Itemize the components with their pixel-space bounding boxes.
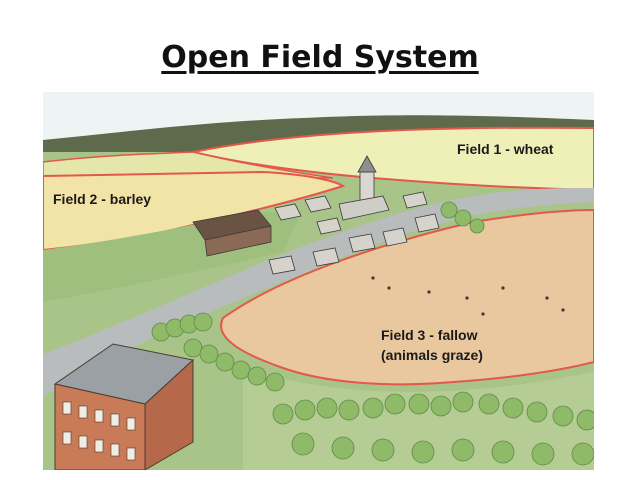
barn-wall [204, 225, 272, 257]
church-spire [357, 155, 377, 173]
field-3-label-line1: Field 3 - fallow [381, 327, 478, 343]
slide-title: Open Field System [161, 40, 479, 75]
manor-house [53, 343, 195, 470]
tree-row-middle [151, 312, 285, 392]
field-3-label-line2: (animals graze) [381, 347, 483, 363]
manor-front-wall [54, 383, 146, 470]
village [192, 155, 440, 275]
field-1-label: Field 1 - wheat [457, 141, 554, 157]
manor-side-wall [144, 358, 194, 470]
church-nave [338, 195, 390, 221]
field-3-fallow [220, 208, 594, 386]
tree-row-bottom [272, 391, 594, 466]
tree-row-right [440, 201, 485, 234]
open-field-illustration: Field 1 - wheat Field 2 - barley Field 3… [43, 92, 594, 470]
grazing-animals [371, 276, 565, 316]
field-1-wheat [192, 126, 594, 192]
field-2-label: Field 2 - barley [53, 191, 151, 207]
field-scene: Field 1 - wheat Field 2 - barley Field 3… [43, 92, 594, 470]
